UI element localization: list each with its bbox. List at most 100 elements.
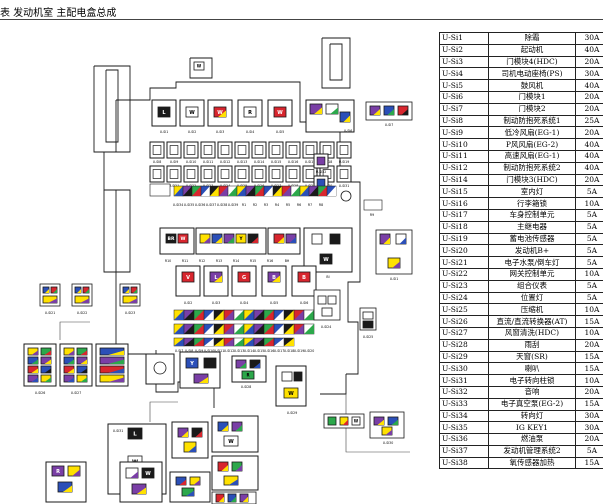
fuse-slot [185, 106, 199, 118]
part-label: U-SI19 [339, 160, 350, 164]
color-wedge [224, 310, 234, 320]
fuse-code: U-Si36 [439, 433, 489, 446]
fuse-slot [223, 435, 239, 447]
fuse-rating: 20A [575, 173, 603, 187]
part-label: R8 [319, 203, 323, 207]
fuse-slot [185, 357, 199, 369]
color-wedge [203, 237, 210, 243]
fuse-function: 行李箱锁 [488, 197, 576, 210]
fuse-slot [203, 357, 217, 369]
fuse-code: U-Si7 [439, 102, 489, 116]
fuse-slot [51, 465, 65, 477]
fuse-function: 发动机B+ [488, 244, 576, 258]
color-wedge [264, 324, 274, 334]
fuse-function: 天窗(SR) [488, 350, 576, 364]
part-label: R7 [308, 203, 312, 207]
color-wedge [318, 186, 327, 196]
color-wedge [239, 362, 246, 368]
color-wedge [235, 465, 242, 471]
color-wedge [174, 310, 184, 320]
fuse-rating: 5A [575, 444, 603, 458]
part-label: R9 [370, 213, 374, 217]
color-wedge [108, 377, 124, 382]
fuse-function: 起动机 [488, 43, 576, 57]
color-wedge [253, 362, 260, 368]
part-label: U-SI30 [383, 441, 394, 445]
fuse-code: U-Si14 [439, 173, 489, 187]
wire-color-code: W [354, 418, 359, 423]
color-wedge [234, 338, 244, 346]
fuse-blade [203, 169, 213, 179]
part-label: U-SI2 [184, 301, 192, 305]
fuse-rating: 15A [575, 397, 603, 411]
fuse-rating: 5A [575, 232, 603, 246]
fuse-function: 除霜 [488, 32, 576, 45]
fuse-code: U-Si4 [439, 67, 489, 81]
wire-color-code: W [189, 110, 195, 116]
fuse-slot [319, 253, 333, 265]
part-label: BH [285, 259, 290, 263]
fuse-code: U-Si33 [439, 397, 489, 411]
fuse-rating: 15A [575, 456, 603, 470]
fuse-slot [311, 233, 323, 245]
part-label: U-SI3 [212, 301, 220, 305]
fuse-code: U-Si16 [439, 197, 489, 210]
color-wedge [67, 368, 74, 373]
part-label: U-SI12 [220, 160, 231, 164]
fuse-code: U-Si18 [439, 220, 489, 234]
color-wedge [31, 350, 38, 355]
color-wedge [234, 324, 244, 334]
fuse-function: 雨刮 [488, 338, 576, 352]
color-wedge [284, 338, 294, 346]
part-label: U-SI6 [344, 129, 352, 133]
fuse-rating: 30A [575, 421, 603, 435]
fuse-blade [169, 169, 179, 179]
relay-pin [153, 361, 167, 375]
fuse-rating: 20A [575, 55, 603, 69]
part-label: U-SI13 [234, 349, 245, 353]
color-wedge [204, 310, 214, 320]
color-wedge [193, 479, 200, 485]
fuse-code: U-Si10 [439, 138, 489, 151]
fuse-function: 直流/直流转换器(AT) [488, 315, 576, 328]
cable-clip-outline [93, 65, 131, 153]
part-label: U-SI20 [304, 349, 315, 353]
color-wedge [330, 107, 338, 114]
color-wedge [244, 310, 254, 320]
part-label: R2 [253, 203, 257, 207]
fuse-function: 转向灯 [488, 409, 576, 423]
part-label: R16 [267, 259, 273, 263]
part-label: U-SI29 [287, 411, 298, 415]
top-post-outline [321, 37, 351, 89]
color-wedge [251, 237, 258, 243]
color-wedge [289, 237, 296, 243]
fuse-function: 组合仪表 [488, 279, 576, 293]
fuse-code: U-Si15 [439, 185, 489, 199]
color-wedge [192, 186, 201, 196]
fuse-code: U-Si17 [439, 208, 489, 222]
color-wedge [194, 310, 204, 320]
part-label: U-SI9 [170, 160, 178, 164]
fuse-blade [254, 145, 264, 155]
color-wedge [343, 115, 350, 122]
part-label: U-SI12 [224, 349, 235, 353]
color-wedge [53, 289, 57, 293]
color-wedge [399, 237, 406, 244]
fuse-rating: 5A [575, 208, 603, 222]
fuse-slot [181, 271, 195, 283]
fuse-function: 电子真空泵(EG-2) [488, 397, 576, 411]
part-label: R15 [250, 259, 256, 263]
top-post-inner [329, 43, 343, 81]
fuse-code: U-Si30 [439, 362, 489, 376]
part-label: U-SI11 [214, 349, 225, 353]
